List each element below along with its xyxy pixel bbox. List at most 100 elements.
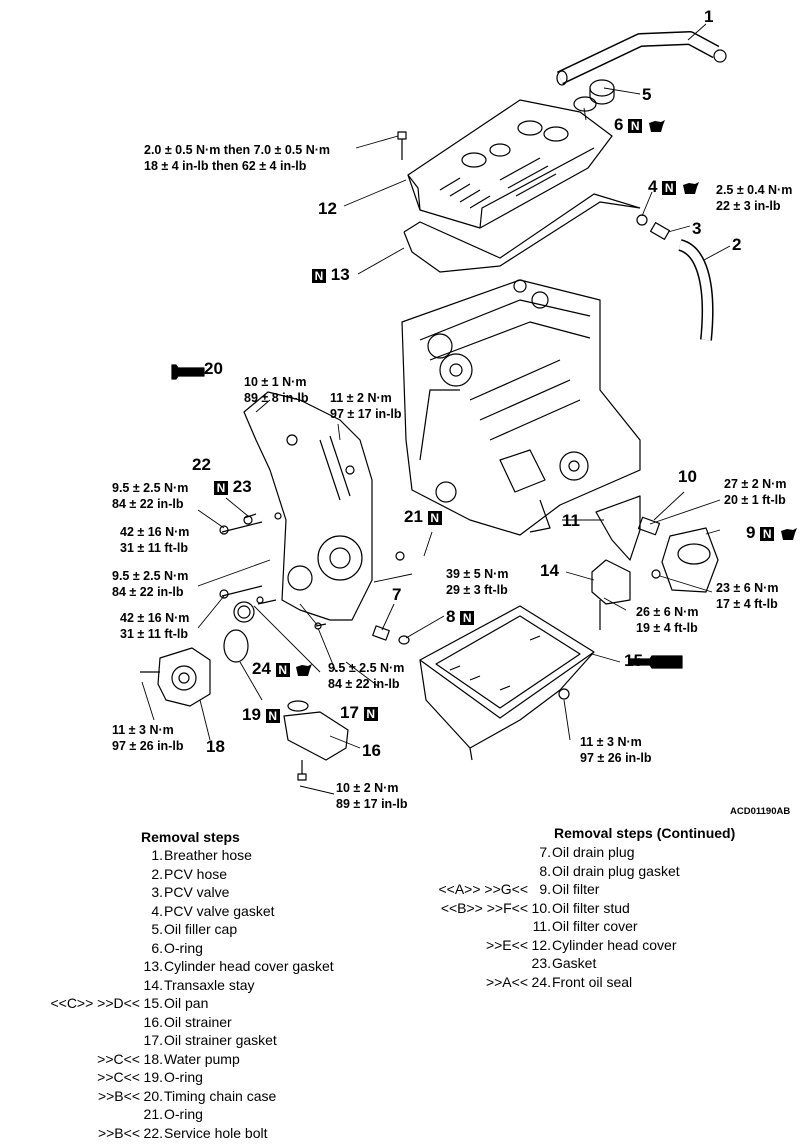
step-number: 21. xyxy=(143,1106,163,1122)
step-procedure-ref: <<B>> >>F<< xyxy=(440,899,528,916)
torque-metric: 10 ± 2 N·m xyxy=(336,781,399,795)
step-number: 9. xyxy=(539,881,551,897)
step-procedure-ref xyxy=(0,957,142,976)
torque-imperial: 20 ± 1 ft-lb xyxy=(724,493,786,507)
removal-step: 5.Oil filler cap xyxy=(0,920,334,939)
part-number-11: 11 xyxy=(562,511,580,530)
part-number-4-text: 4 xyxy=(648,177,658,196)
removal-steps-title: Removal steps xyxy=(141,829,240,845)
part-number-6-text: 6 xyxy=(614,115,624,134)
removal-steps-continued-title: Removal steps (Continued) xyxy=(554,825,736,841)
torque-case-top-left: 10 ± 1 N·m 89 ± 8 in-lb xyxy=(244,374,309,406)
part-number-10: 10 xyxy=(678,467,697,486)
torque-case-top-right: 11 ± 2 N·m 97 ± 17 in-lb xyxy=(330,390,401,422)
part-number-16: 16 xyxy=(362,741,381,760)
oil-can-icon xyxy=(682,181,699,194)
step-number: 2. xyxy=(151,865,163,882)
torque-metric: 2.5 ± 0.4 N·m xyxy=(716,183,793,197)
removal-step: 1.Breather hose xyxy=(0,846,334,865)
step-procedure-ref xyxy=(0,920,142,939)
cylinder-head-cover xyxy=(407,99,613,229)
step-procedure-ref: <<A>> >>G<< xyxy=(438,881,528,897)
part-number-9: 9 N xyxy=(746,524,799,542)
removal-step: 4.PCV valve gasket xyxy=(0,902,334,921)
removal-step: 21.O-ring xyxy=(0,1105,334,1124)
oil-can-icon xyxy=(648,119,665,132)
step-number: 12. xyxy=(531,936,551,953)
removal-step: <<B>> >>F<<10.Oil filter stud xyxy=(418,899,680,918)
new-part-mark: N xyxy=(214,480,228,495)
front-oil-seal xyxy=(223,601,255,663)
part-number-7: 7 xyxy=(392,585,402,604)
removal-step: 6.O-ring xyxy=(0,939,334,958)
torque-imperial: 29 ± 3 ft-lb xyxy=(446,583,508,597)
torque-imperial: 18 ± 4 in-lb then 62 ± 4 in-lb xyxy=(144,159,307,173)
part-number-9-text: 9 xyxy=(746,523,756,542)
step-part-name: Oil strainer gasket xyxy=(164,1032,277,1048)
step-part-name: Oil drain plug gasket xyxy=(552,862,680,879)
oil-can-icon xyxy=(296,663,313,676)
torque-case-left-2: 42 ± 16 N·m 31 ± 11 ft-lb xyxy=(120,524,189,556)
step-procedure-ref: >>B<< xyxy=(97,1087,140,1104)
step-number: 20. xyxy=(143,1087,163,1104)
new-part-mark: N xyxy=(662,180,677,195)
torque-case-left-4: 42 ± 16 N·m 31 ± 11 ft-lb xyxy=(120,610,189,642)
part-number-14: 14 xyxy=(540,561,559,580)
step-number: 8. xyxy=(539,862,551,879)
step-procedure-ref: >>C<< xyxy=(97,1050,140,1067)
removal-step: 7.Oil drain plug xyxy=(418,843,680,862)
step-number: 16. xyxy=(143,1013,163,1030)
oil-filler-cap-and-oring xyxy=(573,79,615,112)
step-procedure-ref xyxy=(418,843,530,862)
new-part-mark: N xyxy=(628,118,643,133)
torque-imperial: 17 ± 4 ft-lb xyxy=(716,597,778,611)
part-number-5: 5 xyxy=(642,85,652,104)
part-number-13-text: 13 xyxy=(330,265,350,284)
removal-step: >>C<<19.O-ring xyxy=(0,1068,334,1087)
step-procedure-ref: >>E<< xyxy=(485,936,528,953)
part-number-3: 3 xyxy=(692,219,702,238)
part-number-20: 20 xyxy=(204,359,223,378)
step-part-name: O-ring xyxy=(164,1069,203,1085)
part-number-21: 21 N xyxy=(404,508,442,526)
removal-step: 14.Transaxle stay xyxy=(0,976,334,995)
step-procedure-ref: <<C>> >>D<< xyxy=(50,995,140,1011)
timing-chain-case xyxy=(243,391,373,621)
step-part-name: Service hole bolt xyxy=(164,1124,268,1141)
torque-metric: 2.0 ± 0.5 N·m then 7.0 ± 0.5 N·m xyxy=(144,143,331,157)
step-number: 6. xyxy=(151,939,163,956)
oil-drain-plug xyxy=(372,625,410,645)
step-procedure-ref xyxy=(0,939,142,958)
removal-step: <<A>> >>G<<9.Oil filter xyxy=(418,880,680,899)
torque-imperial: 97 ± 26 in-lb xyxy=(112,739,184,753)
engine-block xyxy=(401,279,641,536)
step-procedure-ref: >>C<< xyxy=(97,1069,140,1085)
torque-oil-filter: 23 ± 6 N·m 17 ± 4 ft-lb xyxy=(716,580,778,612)
torque-imperial: 19 ± 4 ft-lb xyxy=(636,621,698,635)
new-part-mark: N xyxy=(265,708,280,723)
step-part-name: Gasket xyxy=(552,955,597,971)
step-part-name: Oil filter cover xyxy=(552,918,638,934)
torque-metric: 11 ± 3 N·m xyxy=(580,735,642,749)
leader-lines xyxy=(141,23,731,795)
torque-imperial: 84 ± 22 in-lb xyxy=(112,585,184,599)
torque-metric: 9.5 ± 2.5 N·m xyxy=(112,569,189,583)
torque-head-cover: 2.0 ± 0.5 N·m then 7.0 ± 0.5 N·m 18 ± 4 … xyxy=(144,142,330,174)
step-number: 11. xyxy=(532,918,551,934)
torque-imperial: 97 ± 17 in-lb xyxy=(330,407,402,421)
part-number-12: 12 xyxy=(318,199,337,218)
torque-transaxle-stay: 26 ± 6 N·m 19 ± 4 ft-lb xyxy=(636,604,698,636)
transaxle-stay xyxy=(591,559,631,630)
part-number-6: 6 N xyxy=(614,116,667,134)
step-procedure-ref xyxy=(418,917,530,936)
torque-metric: 23 ± 6 N·m xyxy=(716,581,779,595)
step-part-name: Oil strainer xyxy=(164,1013,232,1030)
step-part-name: PCV valve xyxy=(164,884,230,900)
removal-step: 2.PCV hose xyxy=(0,865,334,884)
step-number: 19. xyxy=(143,1069,163,1085)
torque-oil-pan: 11 ± 3 N·m 97 ± 26 in-lb xyxy=(580,734,651,766)
step-part-name: Water pump xyxy=(164,1050,240,1067)
part-number-13: N 13 xyxy=(312,266,350,284)
